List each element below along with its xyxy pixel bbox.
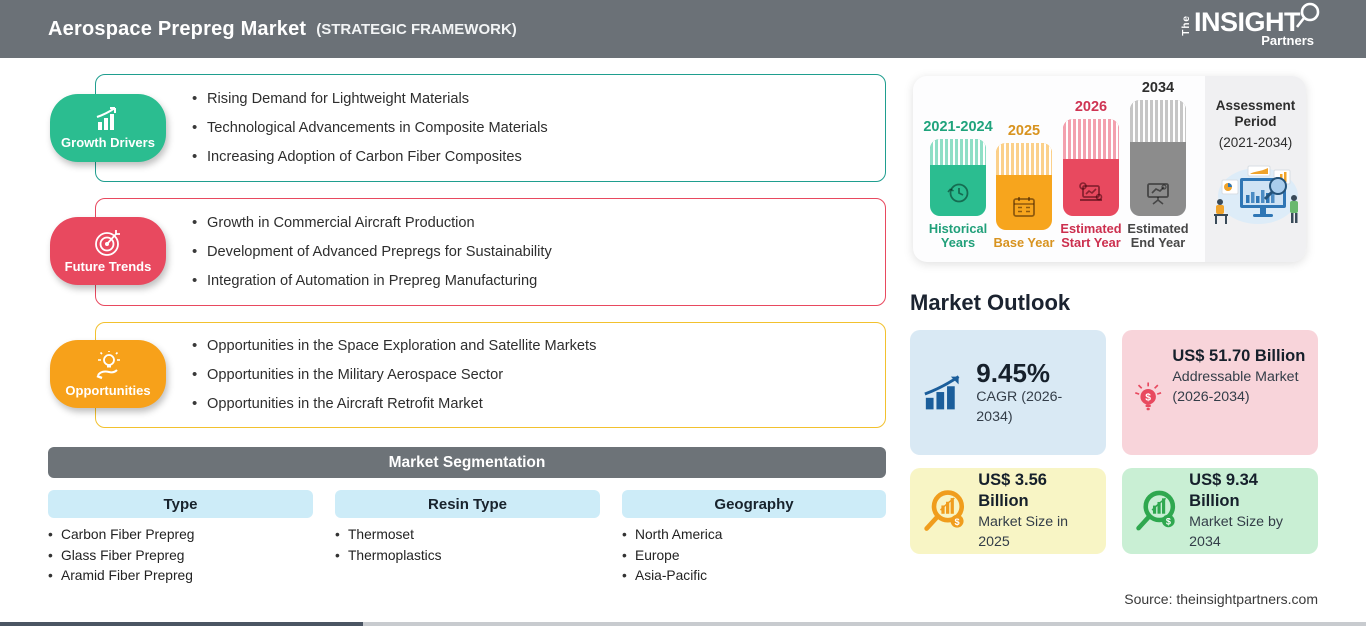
magnifier-chart-icon: $ (924, 490, 965, 531)
growth-drivers-box: Rising Demand for Lightweight Materials … (95, 74, 886, 182)
list-item: Glass Fiber Prepreg (48, 546, 194, 567)
market-size-2034-card: $ US$ 9.34 Billion Market Size by 2034 (1122, 468, 1318, 554)
list-item: Integration of Automation in Prepreg Man… (192, 272, 885, 290)
page-subtitle: (STRATEGIC FRAMEWORK) (316, 20, 517, 38)
assessment-title: Assessment Period (1215, 98, 1296, 129)
analytics-illustration (1213, 165, 1298, 224)
laptop-gear-icon (1079, 182, 1103, 201)
growth-chart-icon (96, 106, 116, 130)
list-item: Carbon Fiber Prepreg (48, 525, 194, 546)
target-icon (95, 229, 120, 256)
market-size-2034-value: US$ 9.34 Billion (1189, 471, 1258, 510)
list-item: Growth in Commercial Aircraft Production (192, 214, 885, 232)
list-item: Rising Demand for Lightweight Materials (192, 90, 885, 108)
addressable-market-value: US$ 51.70 Billion (1172, 347, 1306, 365)
brand-logo: The INSIGHT Partners (1180, 2, 1320, 48)
svg-text:$: $ (1166, 517, 1171, 527)
growth-arrow-chart-icon (924, 374, 960, 409)
timeline-bar (1130, 100, 1186, 216)
market-segmentation-bar: Market Segmentation (48, 447, 886, 478)
list-item: Aramid Fiber Prepreg (48, 566, 194, 587)
segment-header-geography: Geography (622, 490, 886, 518)
timeline-estimated-start: 2026 Estimated Start Year (1059, 99, 1123, 250)
list-item: Asia-Pacific (622, 566, 722, 587)
market-size-2034-caption: Market Size by 2034 (1189, 514, 1283, 550)
list-item: Technological Advancements in Composite … (192, 119, 885, 137)
list-item: Development of Advanced Prepregs for Sus… (192, 243, 885, 261)
timeline-caption: Base Year (993, 235, 1055, 250)
segment-header-type: Type (48, 490, 313, 518)
addressable-market-caption: Addressable Market (2026-2034) (1172, 369, 1299, 405)
assessment-range: (2021-2034) (1218, 135, 1293, 150)
timeline-caption: Historical Years (928, 221, 988, 250)
segment-list-resin-type: Thermoset Thermoplastics (335, 525, 442, 566)
badge-label: Growth Drivers (61, 134, 155, 150)
dollar-bulb-icon: $ (1135, 382, 1162, 411)
cagr-card: 9.45% CAGR (2026-2034) (910, 330, 1106, 455)
timeline-year-label: 2026 (1074, 99, 1108, 115)
segment-list-type: Carbon Fiber Prepreg Glass Fiber Prepreg… (48, 525, 194, 587)
page-title: Aerospace Prepreg Market (48, 17, 307, 40)
magnifier-chart-icon: $ (1136, 490, 1176, 531)
hand-lightbulb-icon (96, 350, 120, 379)
timeline-caption: Estimated Start Year (1060, 221, 1122, 250)
timeline-year-label: 2021-2024 (923, 119, 993, 135)
future-trends-badge: Future Trends (50, 217, 166, 285)
cagr-value: 9.45% (976, 357, 1051, 388)
presentation-screen-icon (1147, 183, 1169, 205)
addressable-market-card: $ US$ 51.70 Billion Addressable Market (… (1122, 330, 1318, 455)
source-credit: Source: theinsightpartners.com (1124, 591, 1318, 607)
list-item: Opportunities in the Aircraft Retrofit M… (192, 395, 885, 413)
timeline-estimated-end: 2034 Estimated End Year (1126, 80, 1190, 250)
timeline-bar (1063, 119, 1119, 216)
list-item: Thermoset (335, 525, 442, 546)
timeline-historical: 2021-2024 Historical Years (923, 119, 993, 250)
opportunities-badge: Opportunities (50, 340, 166, 408)
header: Aerospace Prepreg Market (STRATEGIC FRAM… (0, 0, 1366, 58)
badge-label: Future Trends (64, 258, 152, 274)
assessment-period-panel: Assessment Period (2021-2034) (1205, 76, 1306, 262)
forecast-timeline-card: 2021-2024 Historical Years 2025 (913, 76, 1306, 262)
logo-the: The (1180, 15, 1192, 36)
timeline-year-label: 2025 (1007, 123, 1041, 139)
svg-text:$: $ (955, 517, 960, 527)
bottom-strip-light (363, 622, 1366, 626)
svg-text:$: $ (1145, 393, 1151, 404)
list-item: Europe (622, 546, 722, 567)
list-item: Opportunities in the Military Aerospace … (192, 366, 885, 384)
calendar-icon (1013, 197, 1035, 217)
history-clock-icon (947, 183, 969, 203)
magnifier-icon (1295, 2, 1320, 28)
market-size-2025-value: US$ 3.56 Billion (978, 471, 1047, 510)
segment-header-resin-type: Resin Type (335, 490, 600, 518)
timeline-year-label: 2034 (1141, 80, 1175, 96)
market-size-2025-card: $ US$ 3.56 Billion Market Size in 2025 (910, 468, 1106, 554)
segment-list-geography: North America Europe Asia-Pacific (622, 525, 722, 587)
logo-insight: INSIGHT (1194, 2, 1320, 36)
opportunities-box: Opportunities in the Space Exploration a… (95, 322, 886, 428)
list-item: North America (622, 525, 722, 546)
bottom-strip-dark (0, 622, 363, 626)
future-trends-box: Growth in Commercial Aircraft Production… (95, 198, 886, 306)
growth-drivers-badge: Growth Drivers (50, 94, 166, 162)
timeline-bar (996, 143, 1052, 230)
list-item: Thermoplastics (335, 546, 442, 567)
timeline-base-year: 2025 Base Year (992, 123, 1056, 250)
cagr-caption: CAGR (2026-2034) (976, 388, 1063, 425)
market-outlook-title: Market Outlook (910, 290, 1071, 315)
logo-partners: Partners (1261, 33, 1314, 48)
market-size-2025-caption: Market Size in 2025 (978, 514, 1069, 550)
timeline-bar (930, 139, 986, 216)
list-item: Opportunities in the Space Exploration a… (192, 337, 885, 355)
badge-label: Opportunities (65, 382, 151, 398)
list-item: Increasing Adoption of Carbon Fiber Comp… (192, 148, 885, 166)
timeline-caption: Estimated End Year (1127, 221, 1189, 250)
